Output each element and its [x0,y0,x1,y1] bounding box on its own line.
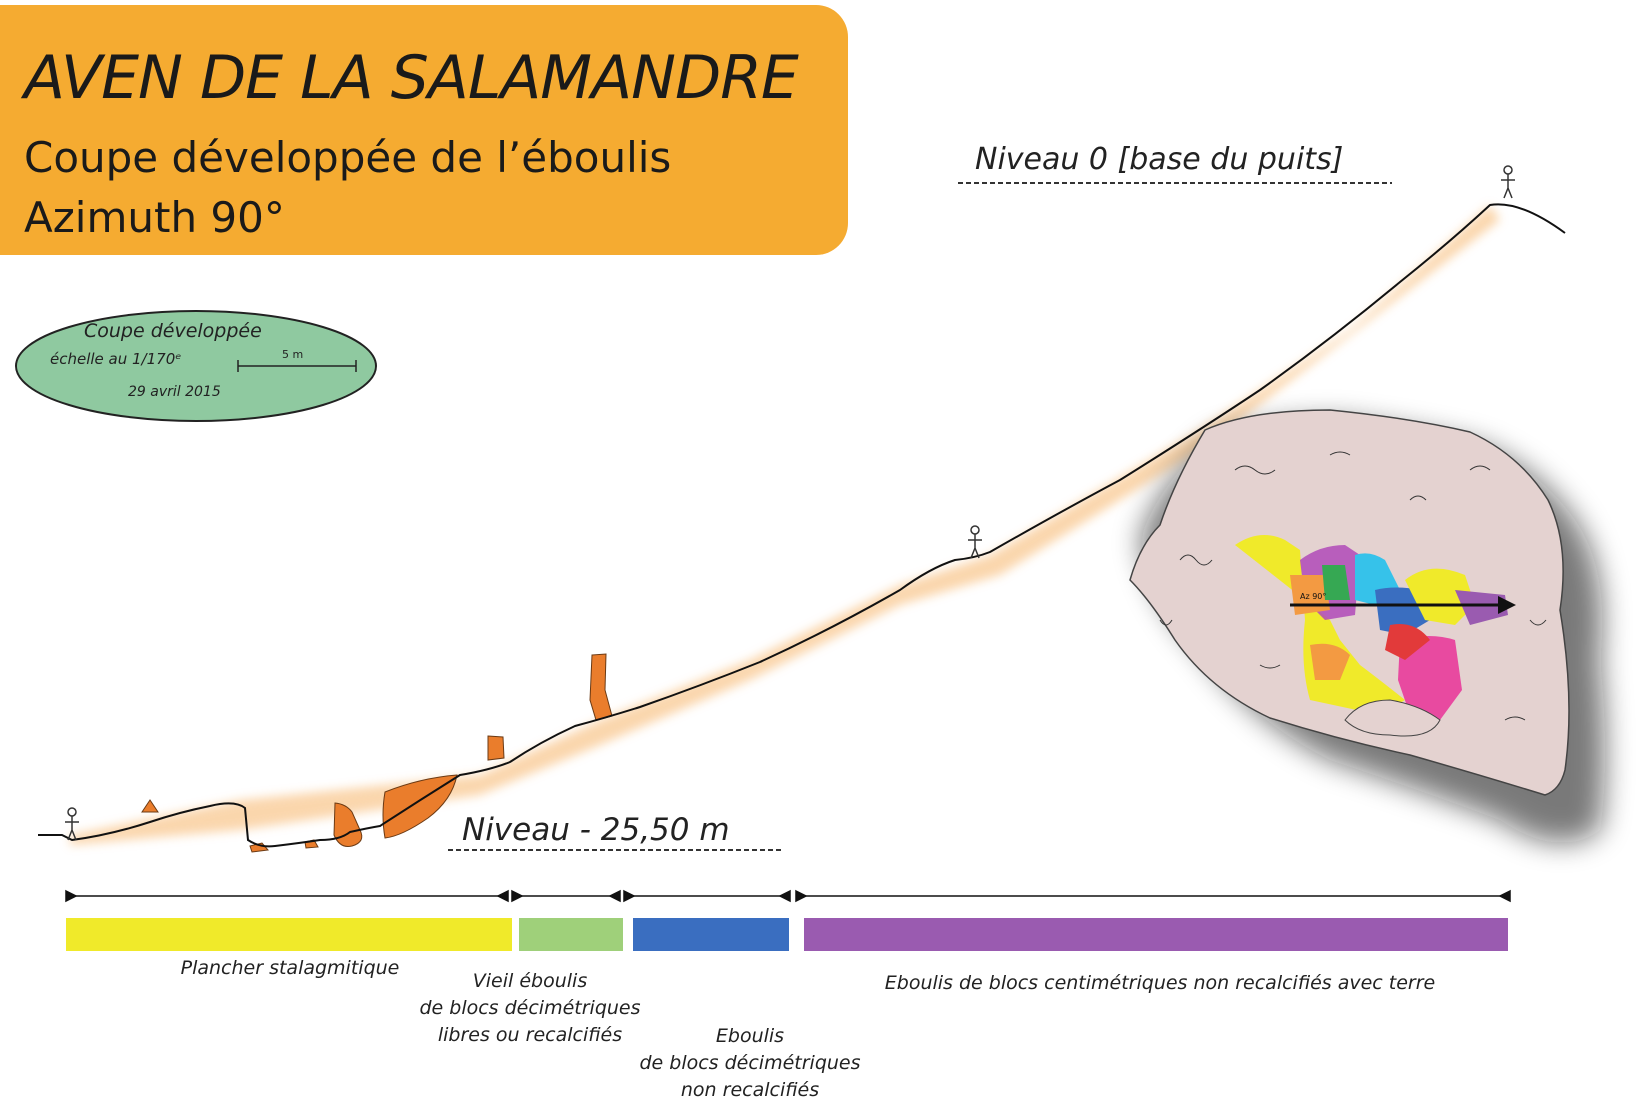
legend-caption-eboulis-centimetriques: Eboulis de blocs centimétriques non reca… [884,972,1436,994]
legend-caption-vieil-eboulis: Vieil éboulis de blocs décimétriques lib… [419,970,641,1046]
inset-azimuth-label: Az 90° [1300,592,1326,601]
badge-date: 29 avril 2015 [128,384,221,400]
scale-bar [237,360,357,372]
azimuth-label: Azimuth 90° [24,193,285,242]
scale-text: 5 m [282,348,304,361]
diagram-subtitle: Coupe développée de l’éboulis [24,133,672,182]
scale-badge [15,310,377,422]
cave-profile-line [38,203,1566,848]
legend-bar-eboulis-centimetriques [804,918,1508,951]
level-minus25-label: Niveau - 25,50 m [462,812,730,848]
badge-line2: échelle au 1/170ᵉ [50,350,182,368]
legend-arrows [65,889,1511,903]
badge-line1: Coupe développée [84,320,262,342]
diagram-title: AVEN DE LA SALAMANDRE [24,43,799,113]
legend-bar-eboulis-decimetriques [633,918,789,951]
level-0-label: Niveau 0 [base du puits] [975,142,1344,177]
legend-caption-eboulis-decimetriques: Eboulis de blocs décimétriques non recal… [639,1025,861,1101]
legend-caption-plancher: Plancher stalagmitique [180,957,400,979]
legend-bar-vieil-eboulis [519,918,623,951]
inset-plan-map: Az 90° [1129,409,1605,843]
caver-figures [65,165,1515,841]
title-panel: AVEN DE LA SALAMANDRE Coupe développée d… [0,5,848,255]
legend-bar-plancher [66,918,512,951]
